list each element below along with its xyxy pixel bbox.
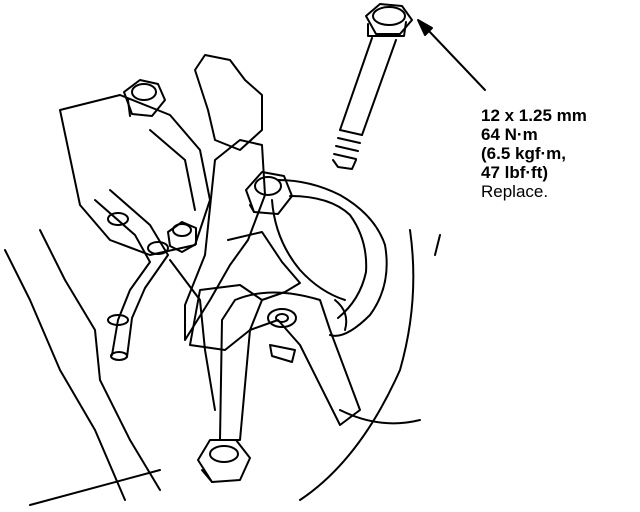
- bottom-nut: [197, 439, 251, 483]
- torque-lbfft-label: 47 lbf·ft): [481, 163, 549, 182]
- bracket-bolt-nut: [245, 171, 293, 215]
- bolt-thread: [332, 129, 363, 170]
- replace-note: Replace.: [481, 182, 549, 201]
- transmission-case-outline: [299, 229, 441, 501]
- torque-rod: [219, 291, 361, 441]
- rubber-mount: [271, 179, 388, 337]
- top-left-nut: [123, 79, 166, 117]
- coolant-hose: [94, 189, 169, 361]
- torque-nm-label: 64 N·m: [481, 125, 538, 144]
- callout-leader-arrow: [417, 19, 486, 91]
- engine-block-outline: [4, 54, 263, 506]
- bracket-nut: [167, 221, 197, 253]
- torque-kgfm-label: (6.5 kgf·m,: [481, 144, 567, 163]
- bolt-size-label: 12 x 1.25 mm: [481, 106, 587, 125]
- mount-bolt: [332, 3, 413, 170]
- bolt-spec-callout: 12 x 1.25 mm 64 N·m (6.5 kgf·m, 47 lbf·f…: [481, 106, 631, 201]
